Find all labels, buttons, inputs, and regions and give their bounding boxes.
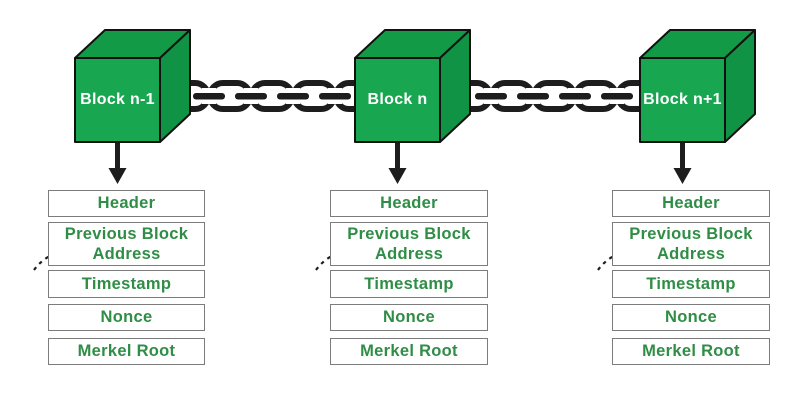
field-nonce-row: Nonce (48, 304, 205, 331)
field-timestamp-row: Timestamp (330, 270, 488, 298)
field-header-row: Header (330, 190, 488, 217)
block-cube (74, 29, 191, 143)
block-fields-table: Header Previous Block Address Timestamp … (612, 190, 770, 365)
field-merkel-root-row: Merkel Root (612, 338, 770, 365)
field-header-row: Header (48, 190, 205, 217)
block-cube (354, 29, 471, 143)
arrow-down-icon (388, 143, 407, 184)
cube-front-face (639, 57, 726, 143)
chain-link-icon (165, 80, 379, 112)
field-timestamp-row: Timestamp (612, 270, 770, 298)
field-prev-address-row: Previous Block Address (48, 222, 205, 266)
field-merkel-root-row: Merkel Root (48, 338, 205, 365)
field-nonce-row: Nonce (612, 304, 770, 331)
field-nonce-row: Nonce (330, 304, 488, 331)
field-timestamp-row: Timestamp (48, 270, 205, 298)
chain-link-icon (447, 80, 661, 112)
field-prev-address-row: Previous Block Address (612, 222, 770, 266)
arrow-down-icon (108, 143, 127, 184)
block-cube (639, 29, 756, 143)
field-merkel-root-row: Merkel Root (330, 338, 488, 365)
cube-front-face (74, 57, 161, 143)
block-fields-table: Header Previous Block Address Timestamp … (48, 190, 205, 365)
field-prev-address-row: Previous Block Address (330, 222, 488, 266)
block-fields-table: Header Previous Block Address Timestamp … (330, 190, 488, 365)
arrow-down-icon (673, 143, 692, 184)
cube-front-face (354, 57, 441, 143)
field-header-row: Header (612, 190, 770, 217)
